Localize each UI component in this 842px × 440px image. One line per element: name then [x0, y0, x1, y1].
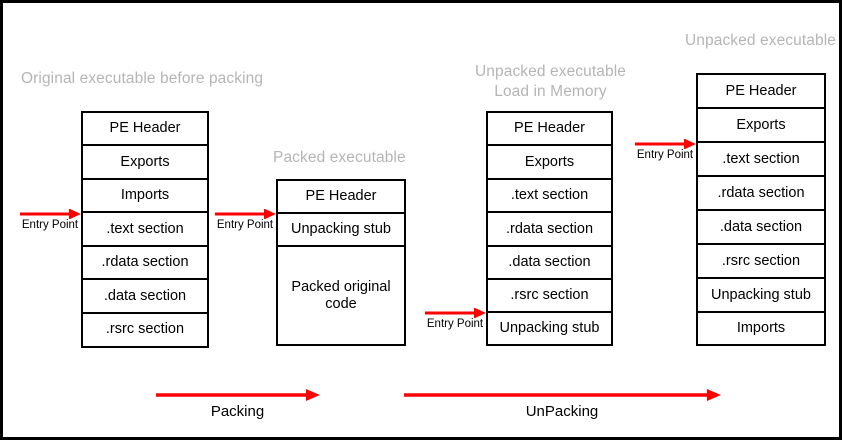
- entry-point-label: Entry Point: [21, 219, 79, 231]
- packing-arrow-icon: [156, 389, 320, 401]
- row-exports: Exports: [83, 146, 207, 180]
- row-imports: Imports: [83, 180, 207, 214]
- entry-point-label: Entry Point: [636, 149, 694, 161]
- row-unpacking-stub: Unpacking stub: [278, 214, 404, 248]
- stack-unpacked-executable-memory: PE Header Exports .text section .rdata s…: [486, 111, 613, 346]
- packing-label: Packing: [210, 403, 265, 420]
- entry-point-arrow-icon: [425, 308, 486, 318]
- row-unpacking-stub: Unpacking stub: [499, 319, 600, 336]
- entry-point-arrow-icon: [20, 209, 81, 219]
- caption-packed-executable: Packed executable: [273, 149, 406, 166]
- entry-point-label: Entry Point: [216, 219, 274, 231]
- entry-point-label: Entry Point: [426, 318, 484, 330]
- caption-original-executable: Original executable before packing: [21, 70, 264, 87]
- row-data-section: .data section: [83, 280, 207, 314]
- row-rdata-section: .rdata section: [698, 177, 824, 211]
- stack-unpacked-executable: PE Header Exports .text section .rdata s…: [696, 73, 826, 346]
- row-pe-header: PE Header: [488, 113, 611, 147]
- row-rdata-section: .rdata section: [488, 213, 611, 247]
- row-unpacking-stub: Unpacking stub: [698, 279, 824, 313]
- stack-original-executable: PE Header Exports Imports .text section …: [81, 111, 209, 348]
- row-exports: Exports: [698, 109, 824, 143]
- row-text-section: .text section: [83, 213, 207, 247]
- row-pe-header: PE Header: [278, 181, 404, 215]
- row-rsrc-section: .rsrc section: [488, 280, 611, 313]
- unpacking-label: UnPacking: [525, 403, 599, 420]
- row-text-section: .text section: [488, 180, 611, 214]
- row-data-section: .data section: [488, 247, 611, 281]
- row-rdata-section: .rdata section: [83, 247, 207, 281]
- unpacking-arrow-icon: [404, 389, 721, 401]
- row-exports: Exports: [488, 146, 611, 180]
- row-pe-header: PE Header: [698, 75, 824, 109]
- entry-point-arrow-icon: [635, 139, 696, 149]
- row-text-section: .text section: [698, 143, 824, 177]
- row-rsrc-section: .rsrc section: [698, 245, 824, 279]
- row-pe-header: PE Header: [83, 113, 207, 147]
- caption-unpacked-executable: Unpacked executable: [685, 32, 836, 49]
- caption-unpacked-executable-memory: Unpacked executable Load in Memory: [475, 63, 626, 100]
- entry-point-arrow-icon: [215, 209, 276, 219]
- row-data-section: .data section: [698, 211, 824, 245]
- row-packed-original-code: Packed original code: [291, 279, 391, 312]
- row-rsrc-section: .rsrc section: [105, 321, 185, 338]
- row-imports: Imports: [736, 320, 786, 337]
- stack-packed-executable: PE Header Unpacking stub Packed original…: [276, 179, 406, 346]
